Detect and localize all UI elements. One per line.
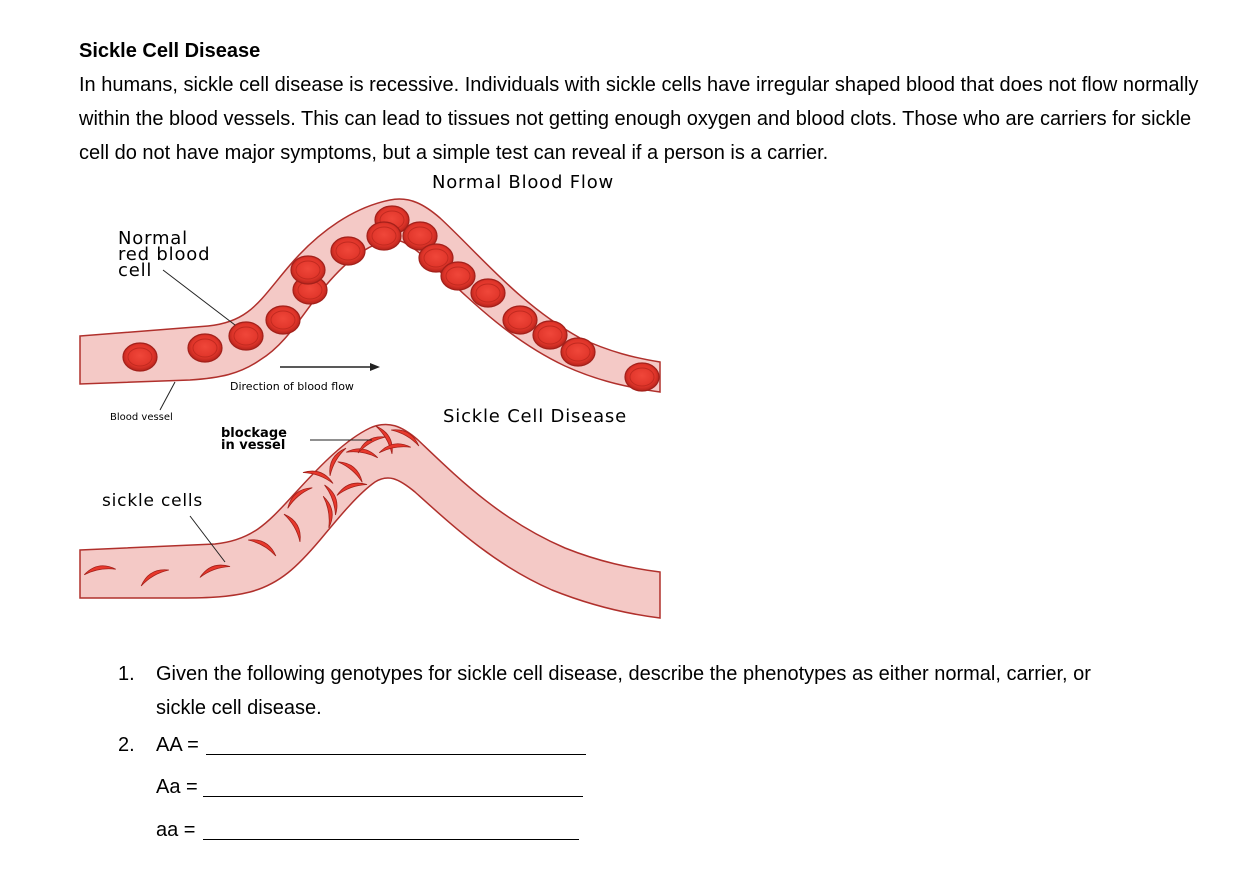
normal-red-blood-cells xyxy=(122,205,660,392)
sickle-cell xyxy=(378,443,411,454)
sickle-cell xyxy=(336,482,368,496)
red-blood-cell xyxy=(330,236,366,266)
genotype-aa-answer-line[interactable] xyxy=(203,839,579,840)
sickle-vessel xyxy=(79,423,661,619)
red-blood-cell xyxy=(228,321,264,351)
sickle-cell xyxy=(283,513,301,542)
genotype-Aa-answer-line[interactable] xyxy=(203,796,583,797)
genotype-aa-label: aa = xyxy=(156,819,196,841)
red-blood-cell xyxy=(265,305,301,335)
vessel-pointer xyxy=(159,381,176,411)
figure-bottom-title: Sickle Cell Disease xyxy=(443,406,627,427)
sickle-cell xyxy=(375,425,393,454)
sickle-cell xyxy=(346,448,379,459)
red-blood-cell xyxy=(560,337,596,367)
sickle-cell xyxy=(140,569,169,587)
vessel-label: Blood vessel xyxy=(110,412,173,423)
direction-label: Direction of blood flow xyxy=(230,380,354,393)
red-blood-cell xyxy=(624,362,660,392)
red-blood-cell xyxy=(502,305,538,335)
sickle-cells-pointer xyxy=(189,515,226,563)
genotype-AA-answer-line[interactable] xyxy=(206,754,586,755)
sickle-cell xyxy=(199,564,231,578)
sickle-cell xyxy=(322,495,333,528)
normal-rbc-pointer xyxy=(162,269,236,326)
normal-rbc-label-line2: red blood xyxy=(118,244,210,265)
red-blood-cell xyxy=(532,320,568,350)
normal-rbc-label-line3: cell xyxy=(118,260,152,281)
red-blood-cell xyxy=(440,261,476,291)
blockage-label-line1: blockage xyxy=(221,426,287,441)
direction-arrowhead xyxy=(370,363,380,371)
red-blood-cell xyxy=(366,221,402,251)
red-blood-cell xyxy=(402,221,438,251)
blockage-label-line2: in vessel xyxy=(221,438,285,453)
sickle-cell xyxy=(248,539,277,557)
question-2-number: 2. xyxy=(118,734,135,756)
red-blood-cell xyxy=(187,333,223,363)
question-1-text-line1: Given the following genotypes for sickle… xyxy=(156,663,1091,685)
normal-rbc-label-line1: Normal xyxy=(118,228,188,249)
question-1-number: 1. xyxy=(118,663,135,685)
sickle-cells-label: sickle cells xyxy=(102,491,203,511)
genotype-Aa-label: Aa = xyxy=(156,776,198,798)
document-title: Sickle Cell Disease xyxy=(79,40,261,62)
intro-paragraph: In humans, sickle cell disease is recess… xyxy=(79,74,1199,164)
red-blood-cell xyxy=(418,243,454,273)
red-blood-cell xyxy=(470,278,506,308)
sickle-cell xyxy=(302,470,334,484)
blood-flow-figure: Normal Blood Flow Normal red blood cell … xyxy=(79,172,661,619)
sickle-cell xyxy=(324,484,338,516)
genotype-AA-label: AA = xyxy=(156,734,199,756)
red-blood-cell xyxy=(290,255,326,285)
question-1-text-line2: sickle cell disease. xyxy=(156,697,322,719)
sickle-cell xyxy=(329,447,347,476)
figure-top-title: Normal Blood Flow xyxy=(432,172,614,193)
sickle-cell xyxy=(83,565,116,576)
sickle-cell xyxy=(391,429,420,447)
red-blood-cell xyxy=(122,342,158,372)
